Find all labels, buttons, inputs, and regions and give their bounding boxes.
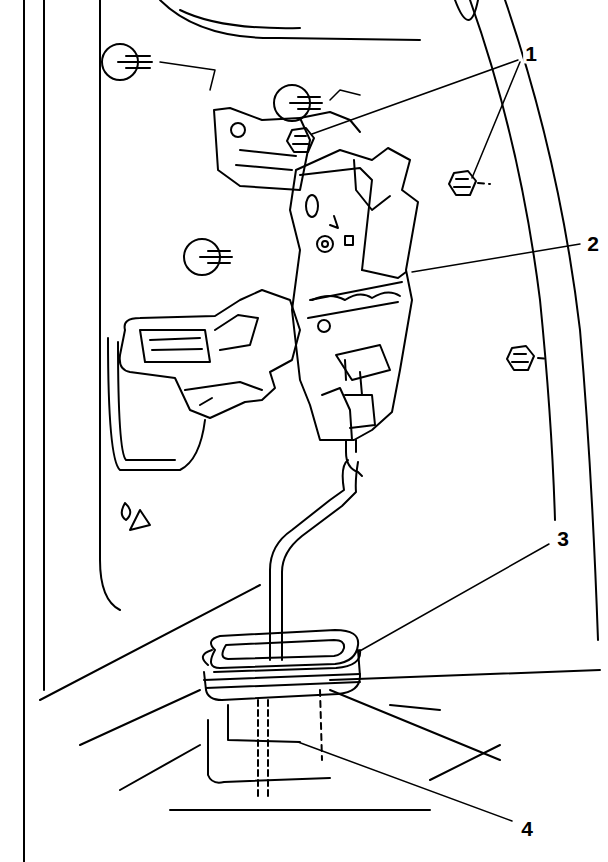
illustration-stroke <box>430 745 500 780</box>
illustration-stroke <box>354 160 390 210</box>
illustration-stroke <box>100 0 120 610</box>
illustration-stroke <box>23 0 25 862</box>
illustration-stroke <box>336 345 390 380</box>
illustration-stroke <box>472 62 520 178</box>
studs <box>102 44 322 275</box>
illustration-stroke <box>80 690 200 745</box>
illustration-stroke <box>478 183 490 184</box>
illustration-stroke <box>505 0 598 640</box>
illustration-stroke <box>362 270 406 278</box>
illustration-stroke <box>346 440 362 476</box>
illustration-stroke <box>512 354 528 362</box>
callout-number: 1 <box>523 43 539 64</box>
illustration-stroke <box>449 171 476 195</box>
illustration-stroke <box>330 670 600 680</box>
illustration-stroke <box>200 398 212 405</box>
illustration-stroke <box>185 382 262 390</box>
illustration-stroke <box>298 742 512 821</box>
illustration-stroke <box>322 241 328 247</box>
illustration-stroke <box>204 674 360 688</box>
illustration-stroke <box>120 290 300 418</box>
illustration-stroke <box>358 544 549 652</box>
lock-rod <box>270 440 362 660</box>
illustration-stroke <box>345 360 362 395</box>
illustration-stroke <box>300 168 372 270</box>
illustration-stroke <box>130 510 150 530</box>
grommet <box>203 630 360 700</box>
illustration-stroke <box>160 62 215 90</box>
illustration-stroke <box>290 148 418 440</box>
illustration-stroke <box>222 640 344 659</box>
illustration-stroke <box>355 440 357 452</box>
illustration-stroke <box>390 705 440 710</box>
illustration-stroke <box>330 690 500 760</box>
illustration-stroke <box>318 320 330 332</box>
illustration-stroke <box>507 346 534 370</box>
illustration-stroke <box>215 315 258 350</box>
illustration-stroke <box>454 179 470 187</box>
illustration-stroke <box>118 342 175 460</box>
illustration-stroke <box>312 60 518 134</box>
illustration-stroke <box>330 216 338 228</box>
illustration-stroke <box>200 251 232 263</box>
illustration-stroke <box>231 123 245 137</box>
illustration-stroke <box>258 700 268 800</box>
illustration-stroke <box>308 282 402 318</box>
leader-lines <box>298 60 580 821</box>
nuts <box>287 128 548 370</box>
illustration-stroke <box>330 90 360 100</box>
illustration-stroke <box>290 97 322 109</box>
illustration-stroke <box>122 503 131 520</box>
illustration-stroke <box>120 745 200 790</box>
illustration-stroke <box>538 358 548 359</box>
callout-number: 3 <box>555 528 571 549</box>
illustration-stroke <box>312 292 400 300</box>
illustration-stroke <box>293 136 308 144</box>
bolt-guides <box>160 62 360 100</box>
illustration-stroke <box>160 0 420 40</box>
illustration-stroke <box>108 338 205 470</box>
illustration-stroke <box>345 236 353 245</box>
door-hole <box>208 690 330 800</box>
illustration-stroke <box>236 150 296 170</box>
illustration-stroke <box>228 705 300 742</box>
illustration-stroke <box>412 244 580 272</box>
latch-bracket <box>214 108 360 190</box>
illustration-stroke <box>43 0 45 690</box>
door-panel <box>24 0 600 862</box>
illustration-stroke <box>140 330 210 362</box>
inside-handle-lever <box>108 290 300 470</box>
callout-number: 2 <box>585 233 601 254</box>
callout-number: 4 <box>519 818 535 839</box>
illustration-stroke <box>150 338 202 350</box>
illustration-stroke <box>118 56 152 68</box>
illustration-stroke <box>345 395 375 428</box>
illustration-stroke <box>317 236 333 252</box>
illustration-stroke <box>306 195 318 217</box>
illustration-stroke <box>40 585 260 700</box>
illustration-stroke <box>180 10 300 28</box>
illustration-stroke <box>170 809 430 811</box>
latch-assembly <box>290 148 418 440</box>
illustration-stroke <box>211 630 358 668</box>
illustration-stroke <box>203 650 360 672</box>
illustration-stroke <box>300 112 360 132</box>
